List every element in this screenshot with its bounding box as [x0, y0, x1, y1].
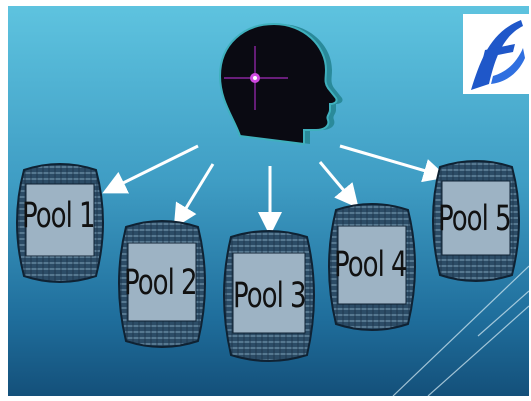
head-profile-icon — [220, 24, 343, 144]
arrow-to-pool-4 — [320, 162, 351, 199]
arrow-to-pool-2 — [180, 164, 213, 218]
pool-4-label: Pool 4 — [334, 245, 407, 286]
pool-2-label: Pool 2 — [124, 263, 197, 304]
arrow-to-pool-5 — [340, 146, 436, 174]
pool-3-label: Pool 3 — [233, 276, 306, 317]
slide: Pool 1 Pool 2 Pool 3 Pool 4 Pool 5 — [8, 6, 529, 396]
pool-5-label: Pool 5 — [438, 199, 511, 240]
pool-1-label: Pool 1 — [22, 196, 95, 237]
arrow-to-pool-1 — [113, 146, 198, 188]
company-logo — [463, 14, 529, 94]
